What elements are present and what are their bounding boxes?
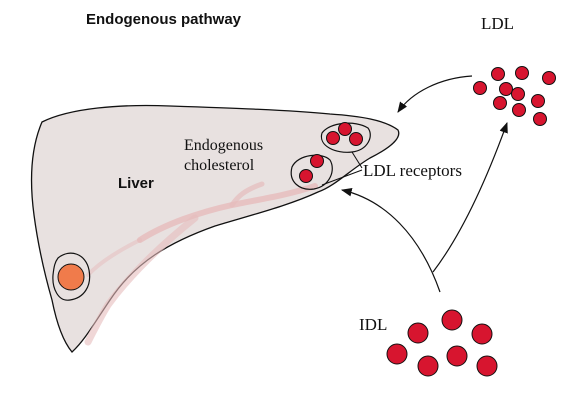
liver-shape (30, 104, 400, 353)
pathway-arrows (340, 75, 508, 293)
arrow-idl-to-liver (340, 188, 441, 293)
gallbladder (52, 252, 91, 301)
arrow-idl-to-ldl (432, 121, 508, 273)
receptor-leader-lines (321, 151, 363, 186)
ldl-label: LDL (481, 14, 515, 33)
ldl-receptors-label: LDL receptors (363, 161, 462, 180)
idl-label: IDL (359, 315, 388, 334)
diagram-title: Endogenous pathway (86, 11, 242, 28)
liver-label: Liver (118, 175, 154, 192)
ldl-particle-cluster (473, 66, 556, 126)
cholesterol-label-line1: Endogenous (184, 137, 264, 154)
arrow-ldl-to-liver (397, 75, 473, 113)
liver-vessels (84, 181, 318, 346)
idl-particle-cluster (386, 309, 498, 377)
cholesterol-label-line2: cholesterol (184, 157, 255, 174)
receptor-bound-particles (299, 122, 363, 183)
